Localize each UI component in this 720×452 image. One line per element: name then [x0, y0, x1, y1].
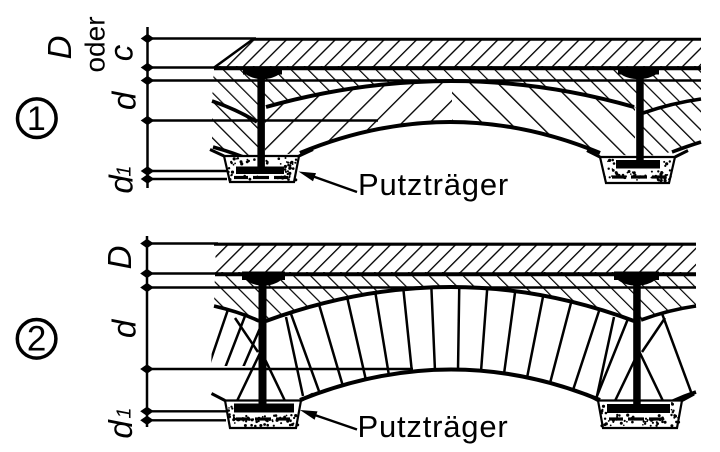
svg-text:2: 2	[27, 319, 46, 358]
svg-text:1: 1	[114, 407, 136, 418]
svg-text:Putzträger: Putzträger	[358, 167, 509, 202]
svg-text:D: D	[101, 246, 138, 270]
svg-text:d: d	[106, 90, 143, 110]
svg-text:D: D	[41, 36, 78, 60]
svg-text:Putzträger: Putzträger	[358, 409, 509, 444]
svg-text:oder: oder	[80, 16, 111, 72]
svg-text:c: c	[103, 44, 140, 61]
svg-text:d: d	[106, 318, 143, 338]
svg-text:d: d	[102, 419, 139, 439]
svg-text:d: d	[103, 174, 140, 194]
svg-text:1: 1	[27, 100, 46, 138]
svg-text:1: 1	[114, 165, 136, 176]
